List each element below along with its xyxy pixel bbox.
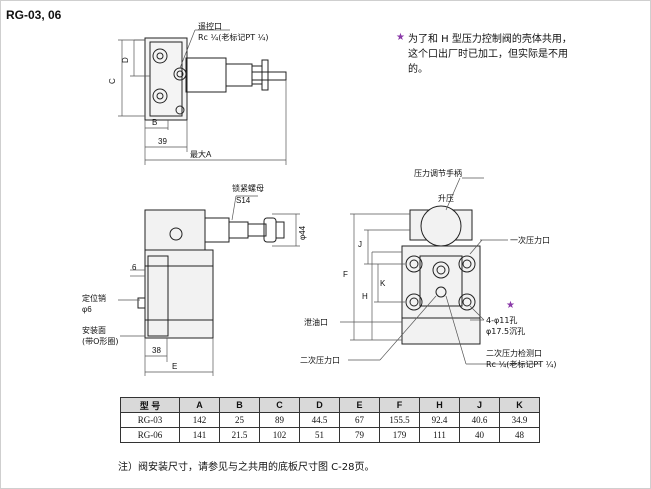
secondary-gauge-port-spec: Rc ¼(老标记PT ¼): [486, 360, 557, 369]
locating-pin-label: 定位销: [82, 294, 106, 303]
dim-K: K: [380, 279, 386, 288]
table-cell: 51: [299, 427, 340, 443]
table-cell: 92.4: [419, 412, 460, 428]
table-cell: 34.9: [499, 412, 540, 428]
primary-port-label: 一次压力口: [510, 236, 550, 245]
note-text: 为了和 H 型压力控制阀的壳体共用，这个口出厂时已加工，但实际是不用的。: [408, 34, 572, 75]
side-view-dimensions: [118, 195, 300, 376]
dim-F: F: [343, 270, 348, 279]
table-header: C: [259, 397, 300, 413]
dim-dia44: φ44: [298, 225, 307, 240]
table-cell: 44.5: [299, 412, 340, 428]
dim-D: D: [121, 57, 130, 63]
dim-H: H: [362, 292, 368, 301]
dim-B: B: [152, 118, 158, 127]
table-cell: 102: [259, 427, 300, 443]
table-header: F: [379, 397, 420, 413]
page-title: RG-03, 06: [6, 8, 62, 22]
table-cell: 111: [419, 427, 460, 443]
unused-port-star-icon: ★: [506, 300, 515, 311]
table-cell: 179: [379, 427, 420, 443]
pilot-port-label: 遥控口: [198, 22, 222, 31]
front-view-dimensions: [340, 177, 540, 365]
counterbore-label: φ17.5沉孔: [486, 327, 526, 336]
dim-38: 38: [152, 346, 161, 355]
mount-face-label: 安装面: [82, 326, 106, 335]
top-view-body: [144, 37, 287, 121]
dim-max-A: 最大A: [190, 150, 212, 159]
dim-C: C: [108, 78, 117, 84]
table-header: B: [219, 397, 260, 413]
table-cell: 25: [219, 412, 260, 428]
dimension-table: 型 号 A B C D E F H J K RG-03 142 25 89 44…: [120, 397, 540, 443]
table-header: K: [499, 397, 540, 413]
table-header-row: 型 号 A B C D E F H J K: [120, 397, 540, 413]
pilot-port-spec: Rc ¼(老标记PT ¼): [198, 33, 269, 42]
table-header: H: [419, 397, 460, 413]
table-cell: 142: [179, 412, 220, 428]
dim-6: 6: [132, 263, 137, 272]
table-header: A: [179, 397, 220, 413]
drain-port-label: 泄油口: [304, 318, 328, 327]
table-row: RG-06 141 21.5 102 51 79 179 111 40 48: [120, 427, 540, 443]
secondary-port-label: 二次压力口: [300, 356, 340, 365]
table-cell: 21.5: [219, 427, 260, 443]
table-header: 型 号: [120, 397, 180, 413]
table-header: J: [459, 397, 500, 413]
handwheel-label: 压力调节手柄: [414, 169, 462, 178]
dim-J: J: [358, 240, 362, 249]
table-row: RG-03 142 25 89 44.5 67 155.5 92.4 40.6 …: [120, 412, 540, 428]
table-header: D: [299, 397, 340, 413]
side-view-body: [137, 209, 285, 339]
footnote: 注）阀安装尺寸，请参见与之共用的底板尺寸图 C-28页。: [118, 462, 375, 473]
table-cell: 40.6: [459, 412, 500, 428]
locknut-label: 锁紧螺母: [232, 184, 264, 193]
dim-E: E: [172, 362, 178, 371]
table-cell: RG-03: [120, 412, 180, 428]
note-star-icon: ★: [396, 32, 405, 43]
table-cell: RG-06: [120, 427, 180, 443]
table-header: E: [339, 397, 380, 413]
table-cell: 40: [459, 427, 500, 443]
locating-pin-size: φ6: [82, 305, 92, 314]
table-cell: 89: [259, 412, 300, 428]
table-cell: 141: [179, 427, 220, 443]
mount-face-note: (带O形圈): [82, 337, 119, 346]
raise-pressure-label: 升压: [438, 194, 454, 203]
secondary-gauge-port-label: 二次压力检测口: [486, 349, 542, 358]
table-cell: 67: [339, 412, 380, 428]
top-view-dimensions: [118, 29, 287, 165]
locknut-size: S14: [236, 196, 251, 205]
table-cell: 79: [339, 427, 380, 443]
front-view-body: [401, 205, 481, 345]
mount-holes-label: 4-φ11孔: [486, 316, 518, 325]
dim-39: 39: [158, 137, 167, 146]
table-cell: 155.5: [379, 412, 420, 428]
table-cell: 48: [499, 427, 540, 443]
